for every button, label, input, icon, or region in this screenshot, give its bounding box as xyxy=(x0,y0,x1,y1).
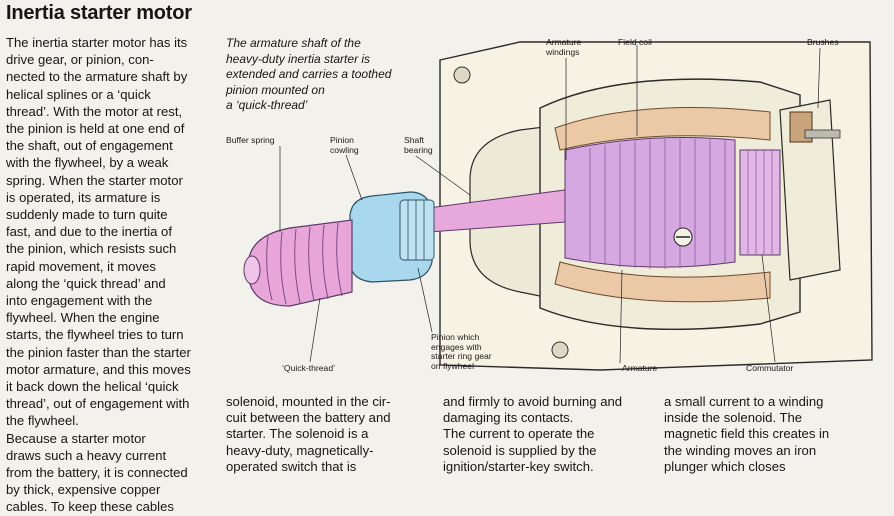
commutator xyxy=(739,149,781,256)
label-brushes: Brushes xyxy=(807,37,839,47)
page-title: Inertia starter motor xyxy=(6,2,192,24)
field-coil-bottom xyxy=(554,261,771,303)
label-armature-windings: Armature windings xyxy=(546,37,582,57)
label-pinion-engages: Pinion which engages with starter ring g… xyxy=(431,332,492,371)
brushes xyxy=(779,99,841,281)
field-coil-top xyxy=(554,107,771,151)
text-column-3: a small current to a winding inside the … xyxy=(664,394,830,474)
label-armature: Armature xyxy=(622,363,658,373)
armature-windings xyxy=(589,139,726,269)
flange-hole-bottom xyxy=(551,341,569,359)
label-field-coil: Field coil xyxy=(618,37,652,47)
shaft-end-nut xyxy=(243,255,261,285)
label-shaft-bearing: Shaft bearing xyxy=(404,135,433,155)
text-column-1: solenoid, mounted in the cir- cuit betwe… xyxy=(226,394,391,474)
label-quick-thread: ‘Quick-thread’ xyxy=(282,363,336,373)
label-buffer-spring: Buffer spring xyxy=(226,135,275,145)
text-column-2: and firmly to avoid burning and damaging… xyxy=(443,394,623,474)
pinion-gear xyxy=(399,199,435,261)
label-commutator: Commutator xyxy=(746,363,794,373)
label-pinion-cowling: Pinion cowling xyxy=(330,135,359,155)
buffer-spring xyxy=(247,219,353,307)
flange-hole-top xyxy=(453,66,471,84)
diagram-caption: The armature shaft of the heavy-duty ine… xyxy=(226,36,392,113)
starter-motor-diagram xyxy=(243,41,873,371)
